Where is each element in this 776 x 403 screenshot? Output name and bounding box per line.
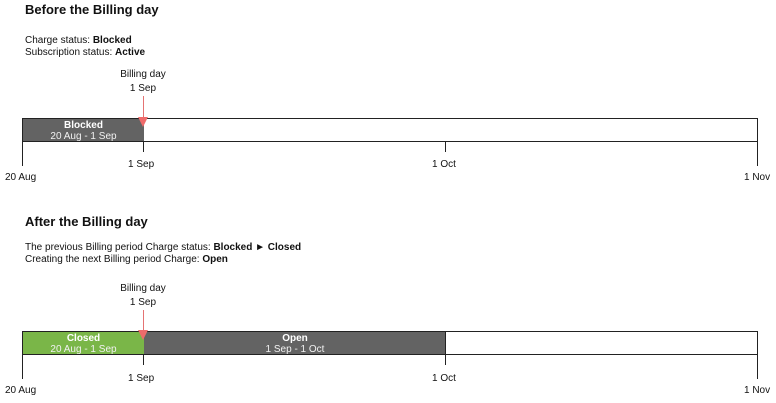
tick-label-sep: 1 Sep bbox=[128, 373, 155, 384]
tick-oct bbox=[445, 355, 446, 365]
after-billing-day-section: After the Billing day The previous Billi… bbox=[0, 212, 776, 403]
segment-name: Blocked bbox=[64, 120, 103, 131]
segment-range: 20 Aug - 1 Sep bbox=[50, 131, 117, 142]
tick-end bbox=[757, 142, 758, 166]
segment-divider bbox=[445, 332, 446, 354]
subscription-status-value: Active bbox=[115, 47, 146, 58]
charge-status-value: Blocked bbox=[92, 35, 132, 46]
segment-range: 20 Aug - 1 Sep bbox=[50, 344, 117, 355]
next-charge-label: Creating the next Billing period Charge: bbox=[25, 254, 203, 265]
tick-start bbox=[22, 355, 23, 379]
billing-day-label: Billing day bbox=[120, 283, 166, 294]
before-billing-day-section: Before the Billing day Charge status: Bl… bbox=[0, 0, 776, 200]
billing-day-arrow-icon bbox=[138, 117, 148, 127]
segment-name: Open bbox=[282, 333, 308, 344]
billing-day-label: Billing day bbox=[120, 69, 166, 80]
tick-oct bbox=[445, 142, 446, 152]
segment-range: 1 Sep - 1 Oct bbox=[265, 344, 325, 355]
tick-label-start: 20 Aug bbox=[5, 385, 37, 396]
subscription-status-line: Subscription status: Active bbox=[25, 46, 145, 59]
billing-day-marker-label: Billing day 1 Sep bbox=[113, 282, 173, 310]
subscription-status-label: Subscription status: bbox=[25, 47, 116, 58]
tick-label-oct: 1 Oct bbox=[432, 159, 456, 170]
charge-status-line: Charge status: Blocked bbox=[25, 34, 132, 47]
timeline-segment-open: Open 1 Sep - 1 Oct bbox=[144, 332, 446, 355]
tick-sep bbox=[143, 355, 144, 365]
previous-charge-status-label: The previous Billing period Charge statu… bbox=[25, 242, 214, 253]
billing-day-date: 1 Sep bbox=[129, 83, 157, 94]
next-charge-line: Creating the next Billing period Charge:… bbox=[25, 253, 228, 266]
next-charge-value: Open bbox=[202, 254, 228, 265]
tick-label-start: 20 Aug bbox=[5, 172, 37, 183]
section-title: After the Billing day bbox=[25, 214, 148, 229]
section-title: Before the Billing day bbox=[25, 2, 159, 17]
tick-label-sep: 1 Sep bbox=[128, 159, 155, 170]
billing-day-marker-label: Billing day 1 Sep bbox=[113, 68, 173, 96]
billing-day-line bbox=[143, 310, 144, 331]
tick-end bbox=[757, 355, 758, 379]
billing-timeline-bar: Blocked 20 Aug - 1 Sep bbox=[22, 118, 758, 142]
billing-day-date: 1 Sep bbox=[129, 297, 157, 308]
billing-day-line bbox=[143, 96, 144, 118]
billing-timeline-bar: Closed 20 Aug - 1 Sep Open 1 Sep - 1 Oct bbox=[22, 331, 758, 355]
charge-status-label: Charge status: bbox=[25, 35, 93, 46]
previous-charge-status-line: The previous Billing period Charge statu… bbox=[25, 241, 301, 254]
previous-charge-status-value: Blocked ► Closed bbox=[213, 242, 302, 253]
tick-label-oct: 1 Oct bbox=[432, 373, 456, 384]
tick-label-end: 1 Nov bbox=[744, 172, 771, 183]
billing-day-arrow-icon bbox=[138, 330, 148, 340]
segment-name: Closed bbox=[66, 333, 101, 344]
timeline-segment-blocked: Blocked 20 Aug - 1 Sep bbox=[23, 119, 144, 142]
timeline-segment-closed: Closed 20 Aug - 1 Sep bbox=[23, 332, 144, 355]
tick-start bbox=[22, 142, 23, 166]
tick-sep bbox=[143, 142, 144, 152]
tick-label-end: 1 Nov bbox=[744, 385, 771, 396]
